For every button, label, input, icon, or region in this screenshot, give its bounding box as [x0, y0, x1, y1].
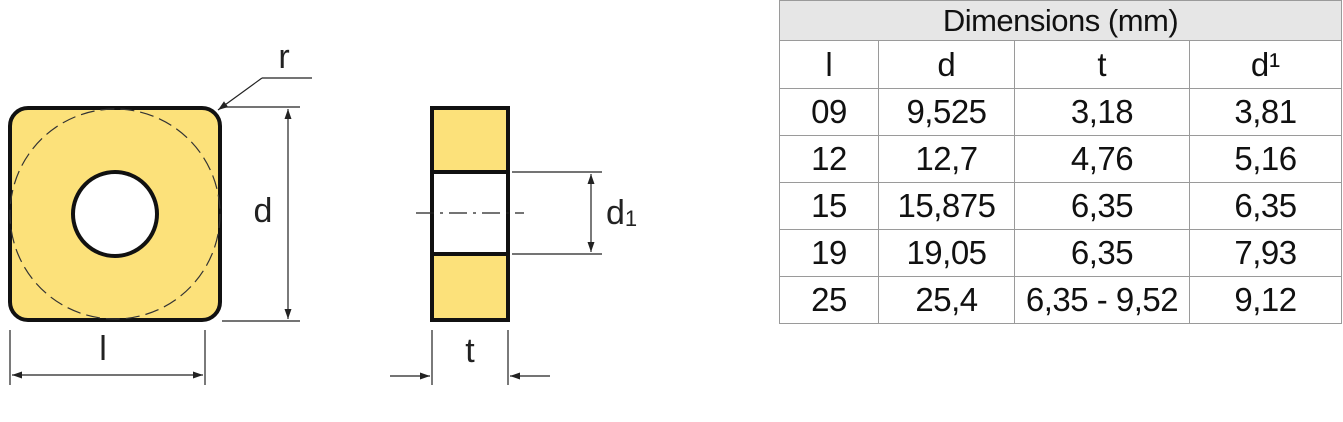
cell-l: 15: [779, 182, 879, 230]
diameter-label: d: [254, 192, 273, 230]
side-top-section: [430, 106, 510, 174]
radius-label: r: [278, 38, 289, 76]
header-t: t: [1014, 40, 1190, 89]
cell-d1: 6,35: [1189, 182, 1342, 230]
cell-l: 09: [779, 88, 879, 136]
insert-side-view: d1 t: [390, 106, 637, 385]
table-row: 09 9,525 3,18 3,81: [779, 88, 1342, 136]
table-title: Dimensions (mm): [779, 0, 1342, 41]
table-row: 25 25,4 6,35 - 9,52 9,12: [779, 276, 1342, 324]
cell-l: 12: [779, 135, 879, 183]
side-bottom-section: [430, 252, 510, 322]
cell-d: 15,875: [878, 182, 1015, 230]
hole-diameter-label: d1: [606, 194, 637, 232]
cell-d: 19,05: [878, 229, 1015, 277]
header-d: d: [878, 40, 1015, 89]
thickness-dimension: t: [390, 330, 550, 385]
inscribed-circle: [9, 108, 221, 320]
hole-diameter-subscript: 1: [625, 206, 637, 231]
table-row: 19 19,05 6,35 7,93: [779, 229, 1342, 277]
center-hole: [71, 170, 159, 258]
dimensions-table: Dimensions (mm) l d t d¹ 09 9,525 3,18 3…: [779, 0, 1342, 324]
header-l: l: [779, 40, 879, 89]
thickness-label: t: [465, 332, 475, 370]
cell-t: 6,35: [1014, 182, 1190, 230]
cell-l: 19: [779, 229, 879, 277]
insert-front-view: r d l: [8, 38, 312, 385]
cell-d1: 7,93: [1189, 229, 1342, 277]
length-label: l: [99, 330, 107, 368]
cell-d1: 5,16: [1189, 135, 1342, 183]
cell-d: 12,7: [878, 135, 1015, 183]
cell-d1: 9,12: [1189, 276, 1342, 324]
insert-technical-drawing: r d l d1: [8, 38, 637, 385]
cell-d: 25,4: [878, 276, 1015, 324]
cell-t: 6,35: [1014, 229, 1190, 277]
table-row: 15 15,875 6,35 6,35: [779, 182, 1342, 230]
cell-t: 3,18: [1014, 88, 1190, 136]
table-header-row: l d t d¹: [779, 40, 1342, 89]
diameter-dimension: d: [222, 106, 300, 322]
hole-diameter-dimension: d1: [512, 171, 637, 255]
cell-d1: 3,81: [1189, 88, 1342, 136]
cell-l: 25: [779, 276, 879, 324]
cell-t: 4,76: [1014, 135, 1190, 183]
length-dimension: l: [9, 330, 206, 385]
cell-t: 6,35 - 9,52: [1014, 276, 1190, 324]
table-row: 12 12,7 4,76 5,16: [779, 135, 1342, 183]
radius-dimension: r: [217, 38, 312, 111]
cell-d: 9,525: [878, 88, 1015, 136]
header-d1: d¹: [1189, 40, 1342, 89]
